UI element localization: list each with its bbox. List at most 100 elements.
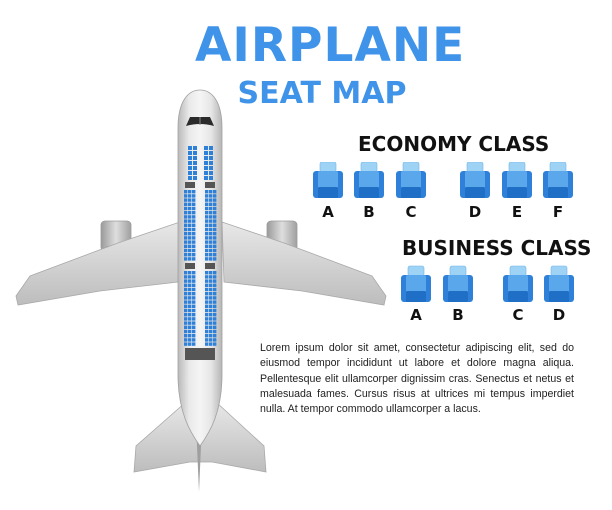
cabin-seat [209,151,213,155]
cabin-seat [205,227,209,232]
cabin-seat [205,232,209,236]
cabin-seat [213,190,217,194]
cabin-seat [209,253,213,257]
cabin-seat [188,240,192,244]
economy-seat-label-d: D [468,203,482,221]
cabin-seat [192,338,196,342]
cabin-seat [205,329,209,334]
cabin-seat [184,248,188,253]
cabin-seat [209,206,213,211]
cabin-seat [213,313,217,317]
cabin-seat [188,161,192,165]
cabin-seat [209,271,213,275]
economy-seat-label-e: E [511,203,523,221]
cabin-seat [205,223,209,227]
cabin-seat [192,253,196,257]
cabin-seat [209,329,213,334]
cabin-seat [193,146,197,150]
cabin-seat [188,176,192,180]
cabin-seat [213,275,217,279]
cabin-seat [184,308,188,313]
cabin-seat [204,176,208,180]
cabin-seat [188,257,192,261]
cabin-seat [205,313,209,317]
cabin-seat [188,215,192,219]
cabin-seat [213,308,217,313]
cabin-seat [188,334,192,338]
cabin-seat [192,283,196,287]
cabin-seat [205,248,209,253]
cabin-seat [192,279,196,283]
cabin-seat [204,146,208,150]
cabin-seat [184,223,188,227]
cabin-seat [205,194,209,198]
cabin-seat [209,338,213,342]
cabin-seat [188,321,192,325]
cabin-seat [209,161,213,165]
cabin-seat [184,338,188,342]
cabin-seat [193,156,197,160]
cabin-seat [184,219,188,223]
cabin-seat [192,308,196,313]
cabin-seat [188,308,192,313]
cabin-seat [184,206,188,211]
economy-seat-label-c: C [405,203,417,221]
cabin-seat [205,257,209,261]
cabin-seat [205,271,209,275]
cabin-seat [188,223,192,227]
cabin-seat [205,296,209,300]
cabin-seat [213,321,217,325]
cabin-seat [185,182,195,188]
cabin-seat [213,304,217,308]
cabin-seat [184,244,188,248]
cabin-seat [188,190,192,194]
cabin-seat [188,292,192,296]
cabin-seat [184,198,188,202]
cabin-seat [193,176,197,180]
cabin-seat [184,334,188,338]
cabin-seat [184,211,188,215]
cabin-seat [209,219,213,223]
cabin-seat [213,236,217,240]
cabin-seat [209,215,213,219]
cabin-seat-grid [184,146,217,360]
cabin-seat [184,325,188,329]
cabin-seat [213,232,217,236]
cabin-seat [205,219,209,223]
cabin-seat [188,151,192,155]
cabin-seat [209,171,213,175]
cabin-seat [184,287,188,292]
cabin-seat [188,206,192,211]
cabin-seat [213,296,217,300]
right-wing [221,221,387,306]
cabin-seat [192,287,196,292]
cabin-seat [192,271,196,275]
cabin-seat [209,300,213,304]
cabin-seat [184,236,188,240]
cabin-seat [188,338,192,342]
cabin-seat [204,166,208,170]
economy-seat-icon-d [460,162,490,198]
cabin-seat [192,236,196,240]
page-title: AIRPLANE [195,18,466,73]
economy-seat-icon-c [396,162,426,198]
cabin-seat [209,166,213,170]
cabin-seat [205,334,209,338]
economy-seat-icon-f [543,162,573,198]
cabin-seat [184,215,188,219]
cabin-seat [213,271,217,275]
cabin-seat [205,287,209,292]
cabin-seat [213,227,217,232]
cabin-seat [192,190,196,194]
cabin-seat [192,248,196,253]
cabin-seat [205,325,209,329]
cabin-seat [188,219,192,223]
economy-seat-label-f: F [552,203,564,221]
cabin-seat [205,317,209,321]
cabin-seat [205,292,209,296]
cabin-seat [209,304,213,308]
cabin-seat [205,244,209,248]
cabin-seat [209,236,213,240]
economy-seat-icon-a [313,162,343,198]
business-seat-label-b: B [452,306,464,324]
